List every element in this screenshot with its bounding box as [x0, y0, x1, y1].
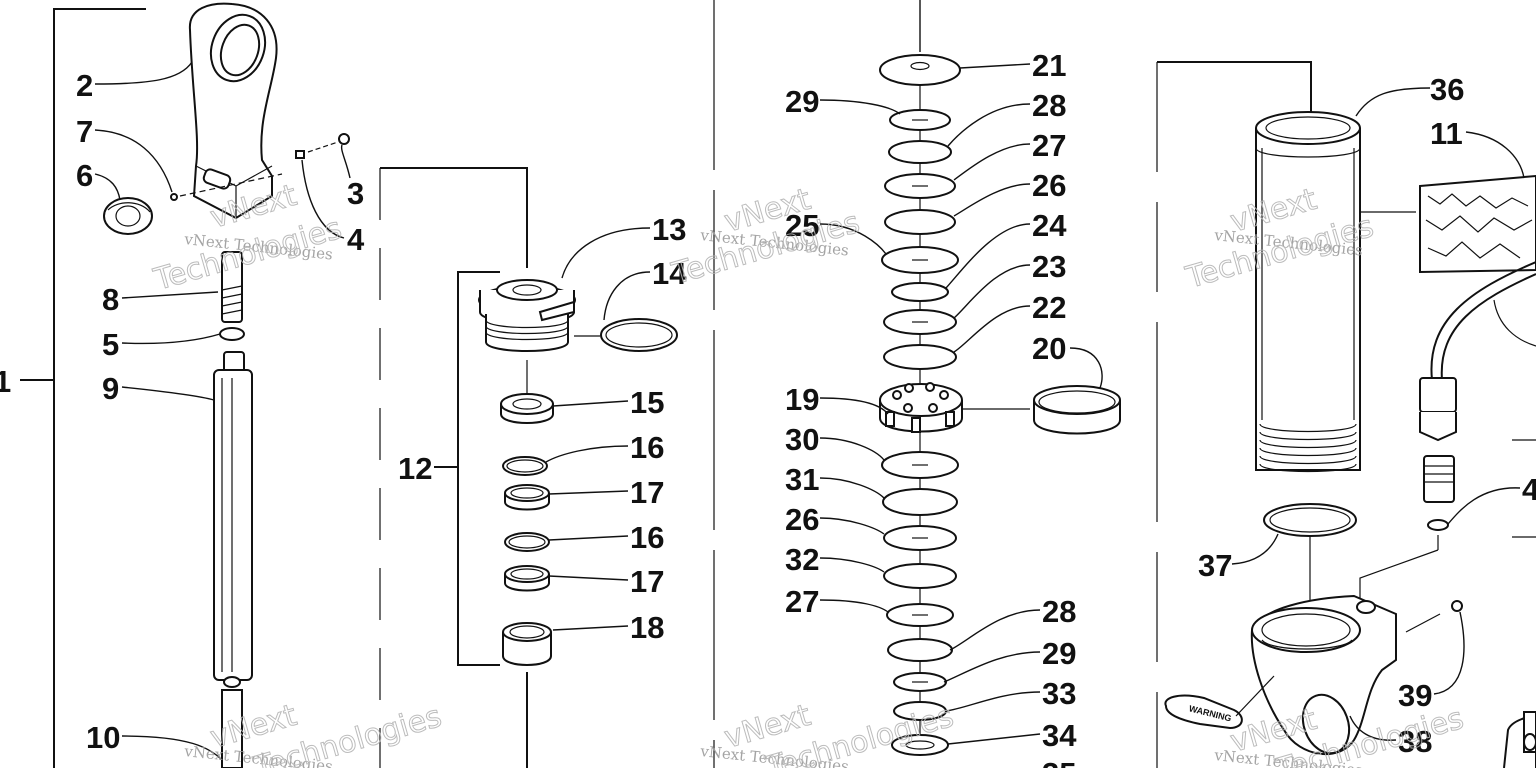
hose-assembly — [1359, 261, 1536, 600]
callout-28-upper: 28 — [1032, 88, 1066, 123]
ball-39 — [1451, 600, 1463, 612]
callout-23: 23 — [1032, 249, 1066, 284]
o-ring-14 — [600, 318, 678, 352]
label-11 — [1419, 174, 1536, 274]
callout-27-lower: 27 — [785, 584, 819, 619]
piston-19 — [879, 382, 1030, 433]
callout-16-lower: 16 — [630, 520, 664, 555]
callout-22: 22 — [1032, 290, 1066, 325]
callout-4-right: 4 — [1522, 472, 1536, 507]
callout-17-upper: 17 — [630, 475, 664, 510]
watermark: vNext vNext Technologies Technologies — [149, 177, 346, 298]
body-36 — [1255, 111, 1416, 473]
callout-39: 39 — [1398, 678, 1432, 713]
seal-head-13 — [478, 279, 600, 352]
callout-26-upper: 26 — [1032, 168, 1066, 203]
callout-31: 31 — [785, 462, 819, 497]
callout-27-upper: 27 — [1032, 128, 1066, 163]
bracket-12 — [457, 271, 500, 666]
bracket-36 — [1157, 61, 1312, 112]
callout-16-upper: 16 — [630, 430, 664, 465]
callout-19: 19 — [785, 382, 819, 417]
callout-29-lower: 29 — [1042, 636, 1076, 671]
section-dividers — [379, 0, 1158, 768]
stud-8 — [221, 251, 243, 323]
callout-34: 34 — [1042, 718, 1077, 753]
callout-numbers: 1 2 7 6 3 4 8 5 9 10 13 14 12 15 16 17 1… — [0, 48, 1536, 768]
watermark: vNext vNext Technologies Technologies — [667, 181, 864, 292]
callout-15: 15 — [630, 385, 664, 420]
shaft-9 — [213, 351, 253, 768]
callout-12: 12 — [398, 451, 432, 486]
callout-4: 4 — [347, 222, 365, 257]
callout-36: 36 — [1430, 72, 1464, 107]
callout-35: 35 — [1042, 756, 1076, 768]
bracket-1 — [53, 8, 146, 768]
callout-21: 21 — [1032, 48, 1066, 83]
bushing-18 — [502, 622, 552, 666]
ring-17a — [504, 484, 550, 511]
callout-7: 7 — [76, 114, 93, 149]
bushing-6 — [103, 197, 153, 235]
o-ring-37 — [1263, 503, 1357, 537]
rod-end-eye — [188, 2, 278, 220]
reservoir-cap — [1503, 711, 1536, 768]
callout-18: 18 — [630, 610, 664, 645]
shim-stack — [879, 54, 961, 756]
bracket-13-top — [380, 167, 528, 268]
callout-24: 24 — [1032, 208, 1067, 243]
callout-26-lower: 26 — [785, 502, 819, 537]
ring-17b — [504, 565, 550, 592]
ball-3 — [338, 133, 350, 145]
body-cap-38 — [1250, 594, 1441, 756]
piston-band-20 — [1033, 385, 1121, 435]
callout-9: 9 — [102, 371, 119, 406]
leader-lines — [94, 61, 1525, 761]
callout-1: 1 — [0, 364, 11, 399]
washer-5 — [219, 327, 245, 341]
fitting-4 — [295, 150, 305, 159]
callout-11: 11 — [1430, 116, 1463, 151]
callout-20: 20 — [1032, 331, 1066, 366]
callout-8: 8 — [102, 282, 119, 317]
callout-37: 37 — [1198, 548, 1232, 583]
callout-33: 33 — [1042, 676, 1076, 711]
callout-30: 30 — [785, 422, 819, 457]
warning-tag: WARNING — [1164, 675, 1275, 730]
assembly-brackets — [20, 0, 1312, 768]
callout-3: 3 — [347, 176, 364, 211]
callout-2: 2 — [76, 68, 93, 103]
ball-7 — [170, 193, 178, 201]
watermark: vNext vNext Technologies Technologies — [699, 697, 958, 768]
callout-17-lower: 17 — [630, 564, 664, 599]
seal-15 — [500, 393, 554, 424]
callout-28-lower: 28 — [1042, 594, 1076, 629]
callout-5: 5 — [102, 327, 119, 362]
callout-14: 14 — [652, 256, 687, 291]
callout-29-upper: 29 — [785, 84, 819, 119]
callout-32: 32 — [785, 542, 819, 577]
callout-6: 6 — [76, 158, 93, 193]
callout-25: 25 — [785, 208, 819, 243]
callout-13: 13 — [652, 212, 686, 247]
callout-38: 38 — [1398, 724, 1432, 759]
callout-10: 10 — [86, 720, 120, 755]
